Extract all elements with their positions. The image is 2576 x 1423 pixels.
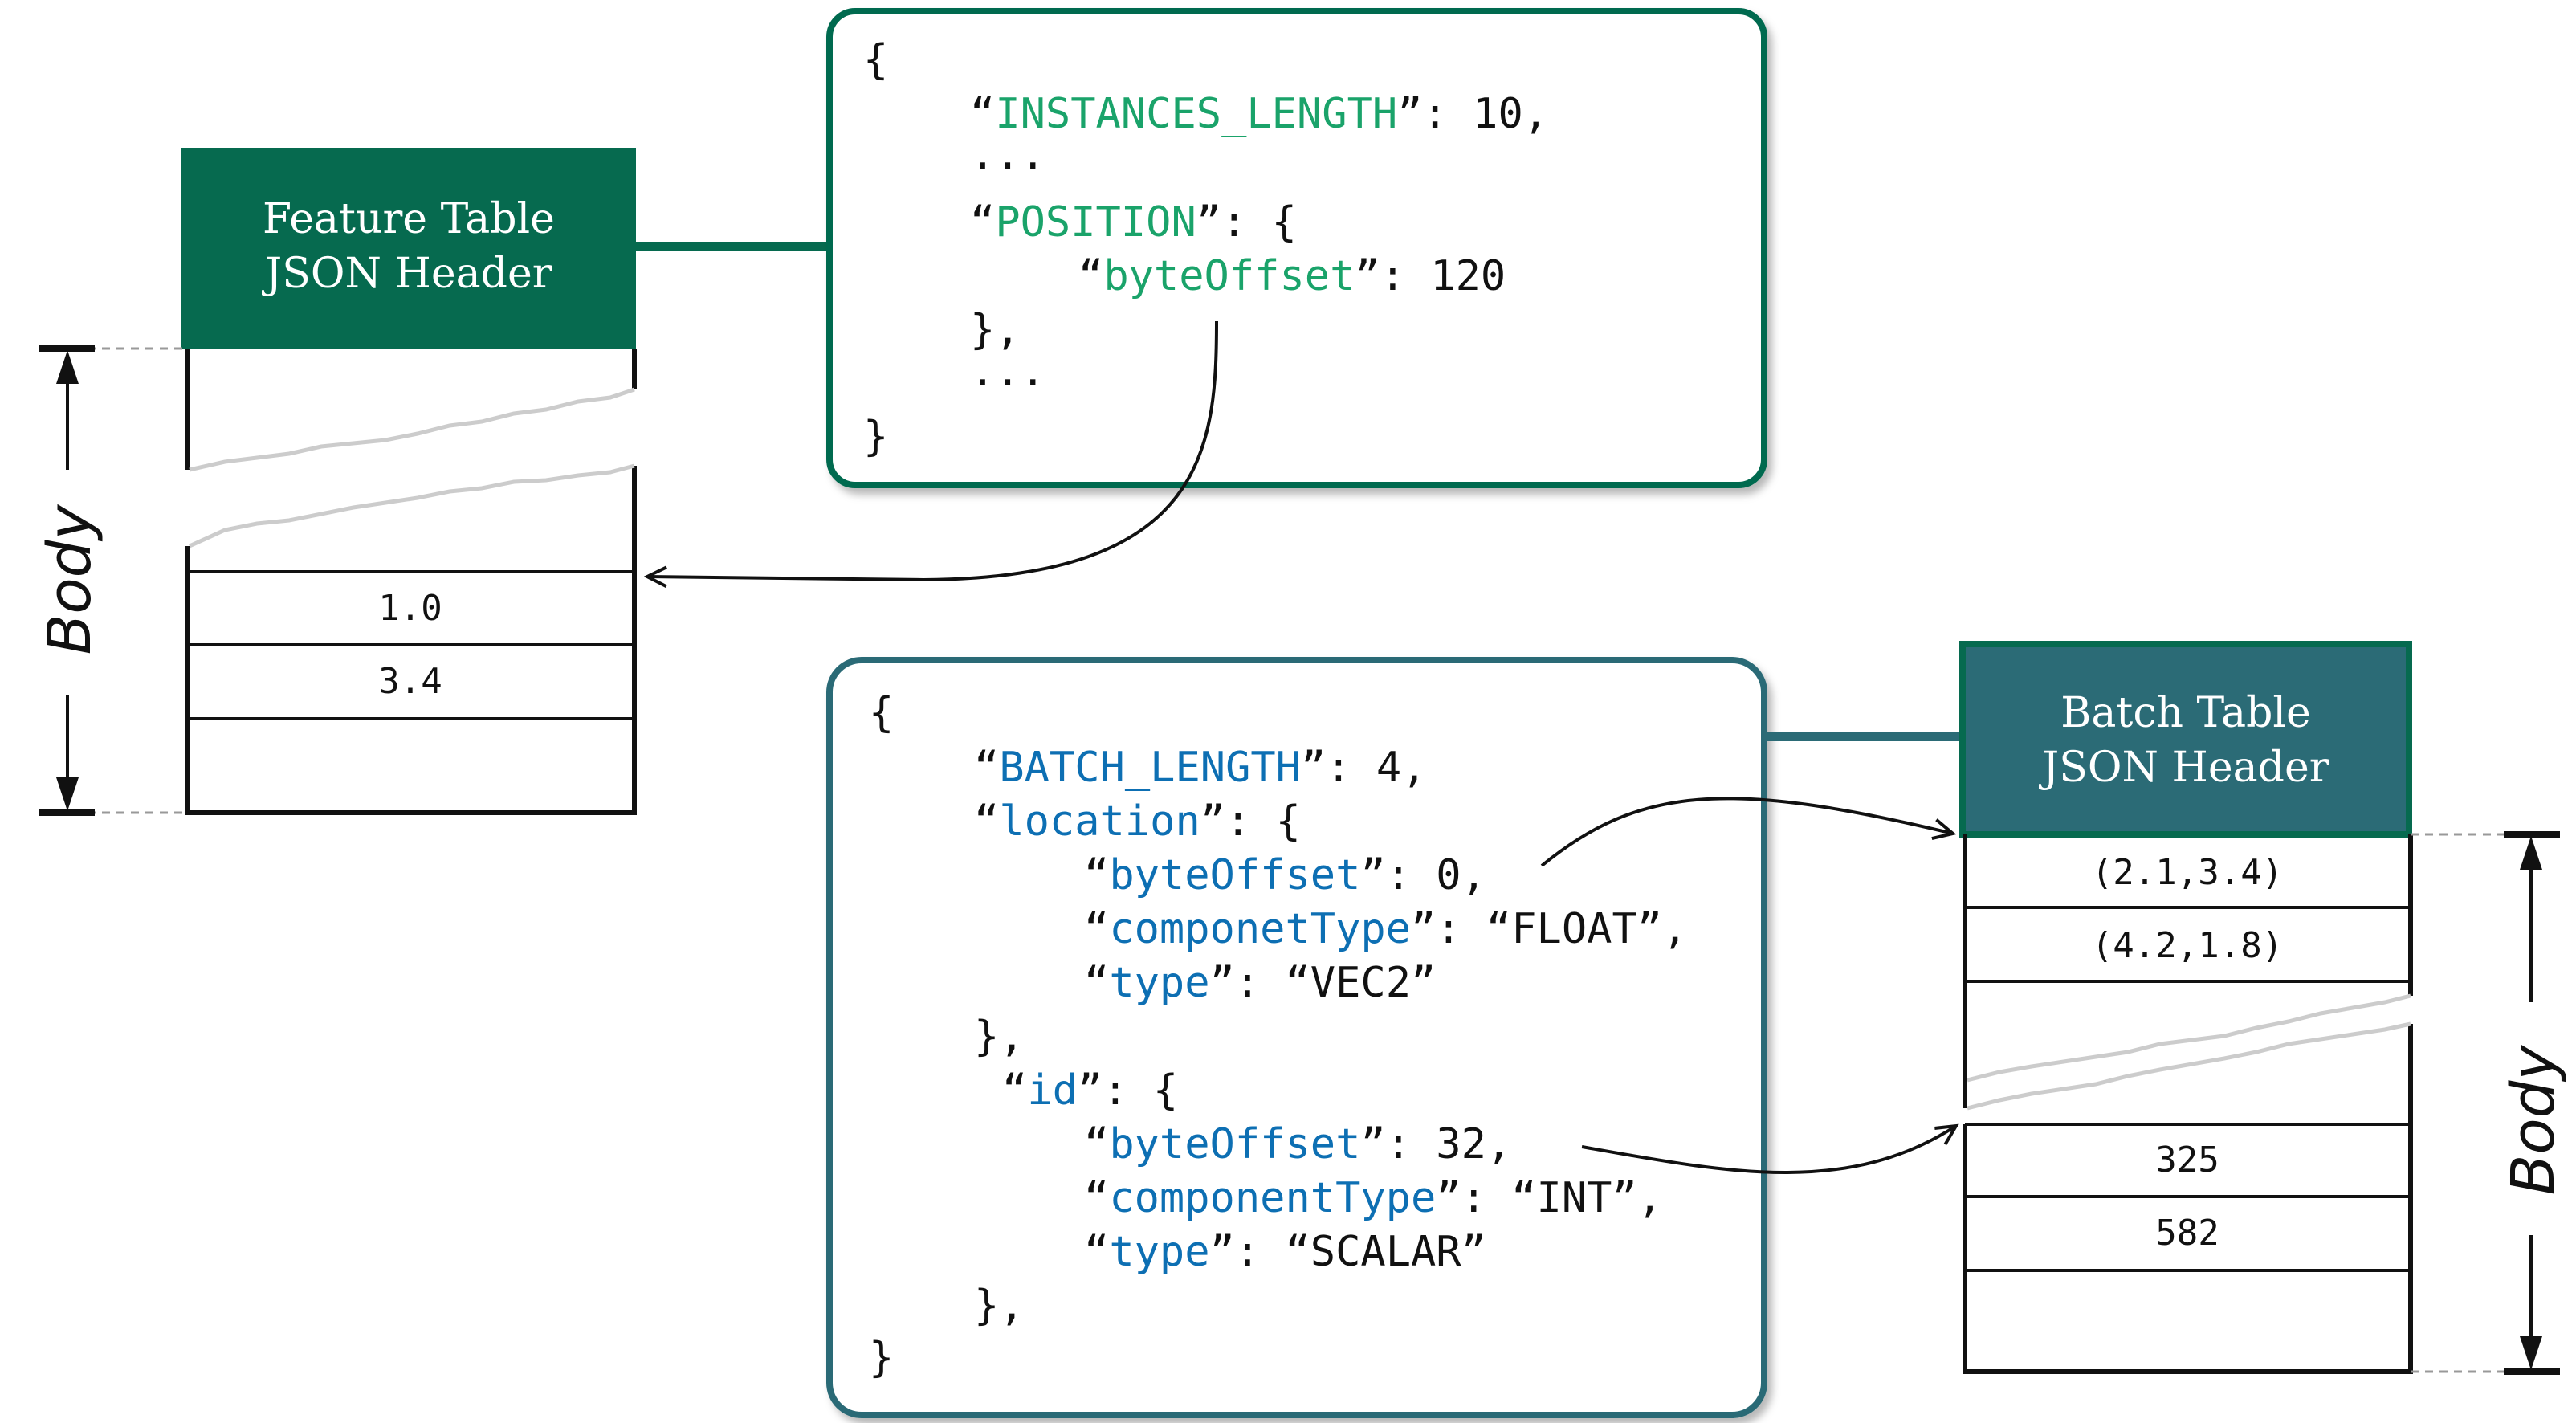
json-line: “byteOffset”: 120: [1078, 252, 1506, 300]
json-line: ...: [970, 131, 1045, 179]
batch-json-frame: [826, 657, 1767, 1418]
json-line: ...: [970, 348, 1045, 396]
feature-body-arrowhead-down: [56, 777, 79, 811]
json-line: “type”: “SCALAR”: [1084, 1228, 1486, 1276]
feature-body-arrowhead-up: [56, 350, 79, 384]
batch-row-value: (2.1,3.4): [2092, 852, 2283, 893]
feature-header-line1: Feature Table: [263, 195, 555, 243]
json-line: “INSTANCES_LENGTH”: 10,: [970, 90, 1548, 138]
batch-table-header-box: [1959, 641, 2412, 838]
batch-tear-bottom: [1967, 1021, 2411, 1111]
feature-tear-bottom: [188, 463, 635, 548]
batch-body-label: Body: [2499, 1044, 2568, 1195]
feature-body-label: Body: [35, 504, 104, 654]
json-line: {: [869, 689, 894, 737]
json-line: },: [970, 306, 1021, 354]
json-line: “componentType”: “INT”,: [1084, 1174, 1662, 1222]
feature-json-box: { “INSTANCES_LENGTH”: 10, ... “POSITION”…: [826, 8, 1767, 488]
feature-body-outline: [185, 349, 637, 815]
batch-row-value: 582: [2155, 1213, 2219, 1254]
json-line: },: [974, 1282, 1025, 1330]
batch-json-box: { “BATCH_LENGTH”: 4, “location”: { “byte…: [826, 657, 1767, 1418]
json-line: },: [974, 1013, 1025, 1061]
batch-body-arrowhead-down: [2520, 1336, 2542, 1370]
batch-header-line1: Batch Table: [2060, 689, 2311, 737]
batch-tear-top: [1967, 993, 2411, 1083]
batch-location-offset-arrow: [1540, 797, 1953, 867]
feature-offset-arrow: [647, 320, 1218, 580]
feature-row-value: 3.4: [378, 661, 442, 702]
batch-body-arrowhead-up: [2520, 836, 2542, 870]
json-line: “componetType”: “FLOAT”,: [1084, 905, 1687, 953]
batch-row-value: 325: [2155, 1140, 2219, 1180]
feature-json-frame: [826, 8, 1767, 488]
json-line: “POSITION”: {: [970, 198, 1297, 247]
json-line: “id”: {: [1002, 1066, 1178, 1115]
json-line: “location”: {: [974, 797, 1301, 846]
json-line: “byteOffset”: 0,: [1084, 851, 1486, 899]
batch-header-line2: JSON Header: [2038, 744, 2329, 792]
json-line: “byteOffset”: 32,: [1084, 1120, 1511, 1168]
batch-id-offset-arrow: [1581, 1126, 1956, 1174]
json-line: }: [863, 413, 888, 461]
json-line: “BATCH_LENGTH”: 4,: [974, 744, 1427, 792]
feature-table-header-box: [181, 148, 636, 349]
feature-tear-top: [189, 387, 635, 472]
feature-row-value: 1.0: [378, 588, 442, 629]
json-line: }: [869, 1334, 894, 1382]
batch-body-outline: [1963, 834, 2413, 1374]
json-line: {: [863, 36, 888, 84]
json-line: “type”: “VEC2”: [1084, 959, 1436, 1007]
feature-header-line2: JSON Header: [261, 250, 552, 298]
feature-table: Feature Table JSON Header 1.0 3.4 Body: [35, 148, 827, 816]
batch-table: Batch Table JSON Header (2.1,3.4) (4.2,1…: [1764, 641, 2568, 1375]
batch-row-value: (4.2,1.8): [2092, 925, 2283, 966]
